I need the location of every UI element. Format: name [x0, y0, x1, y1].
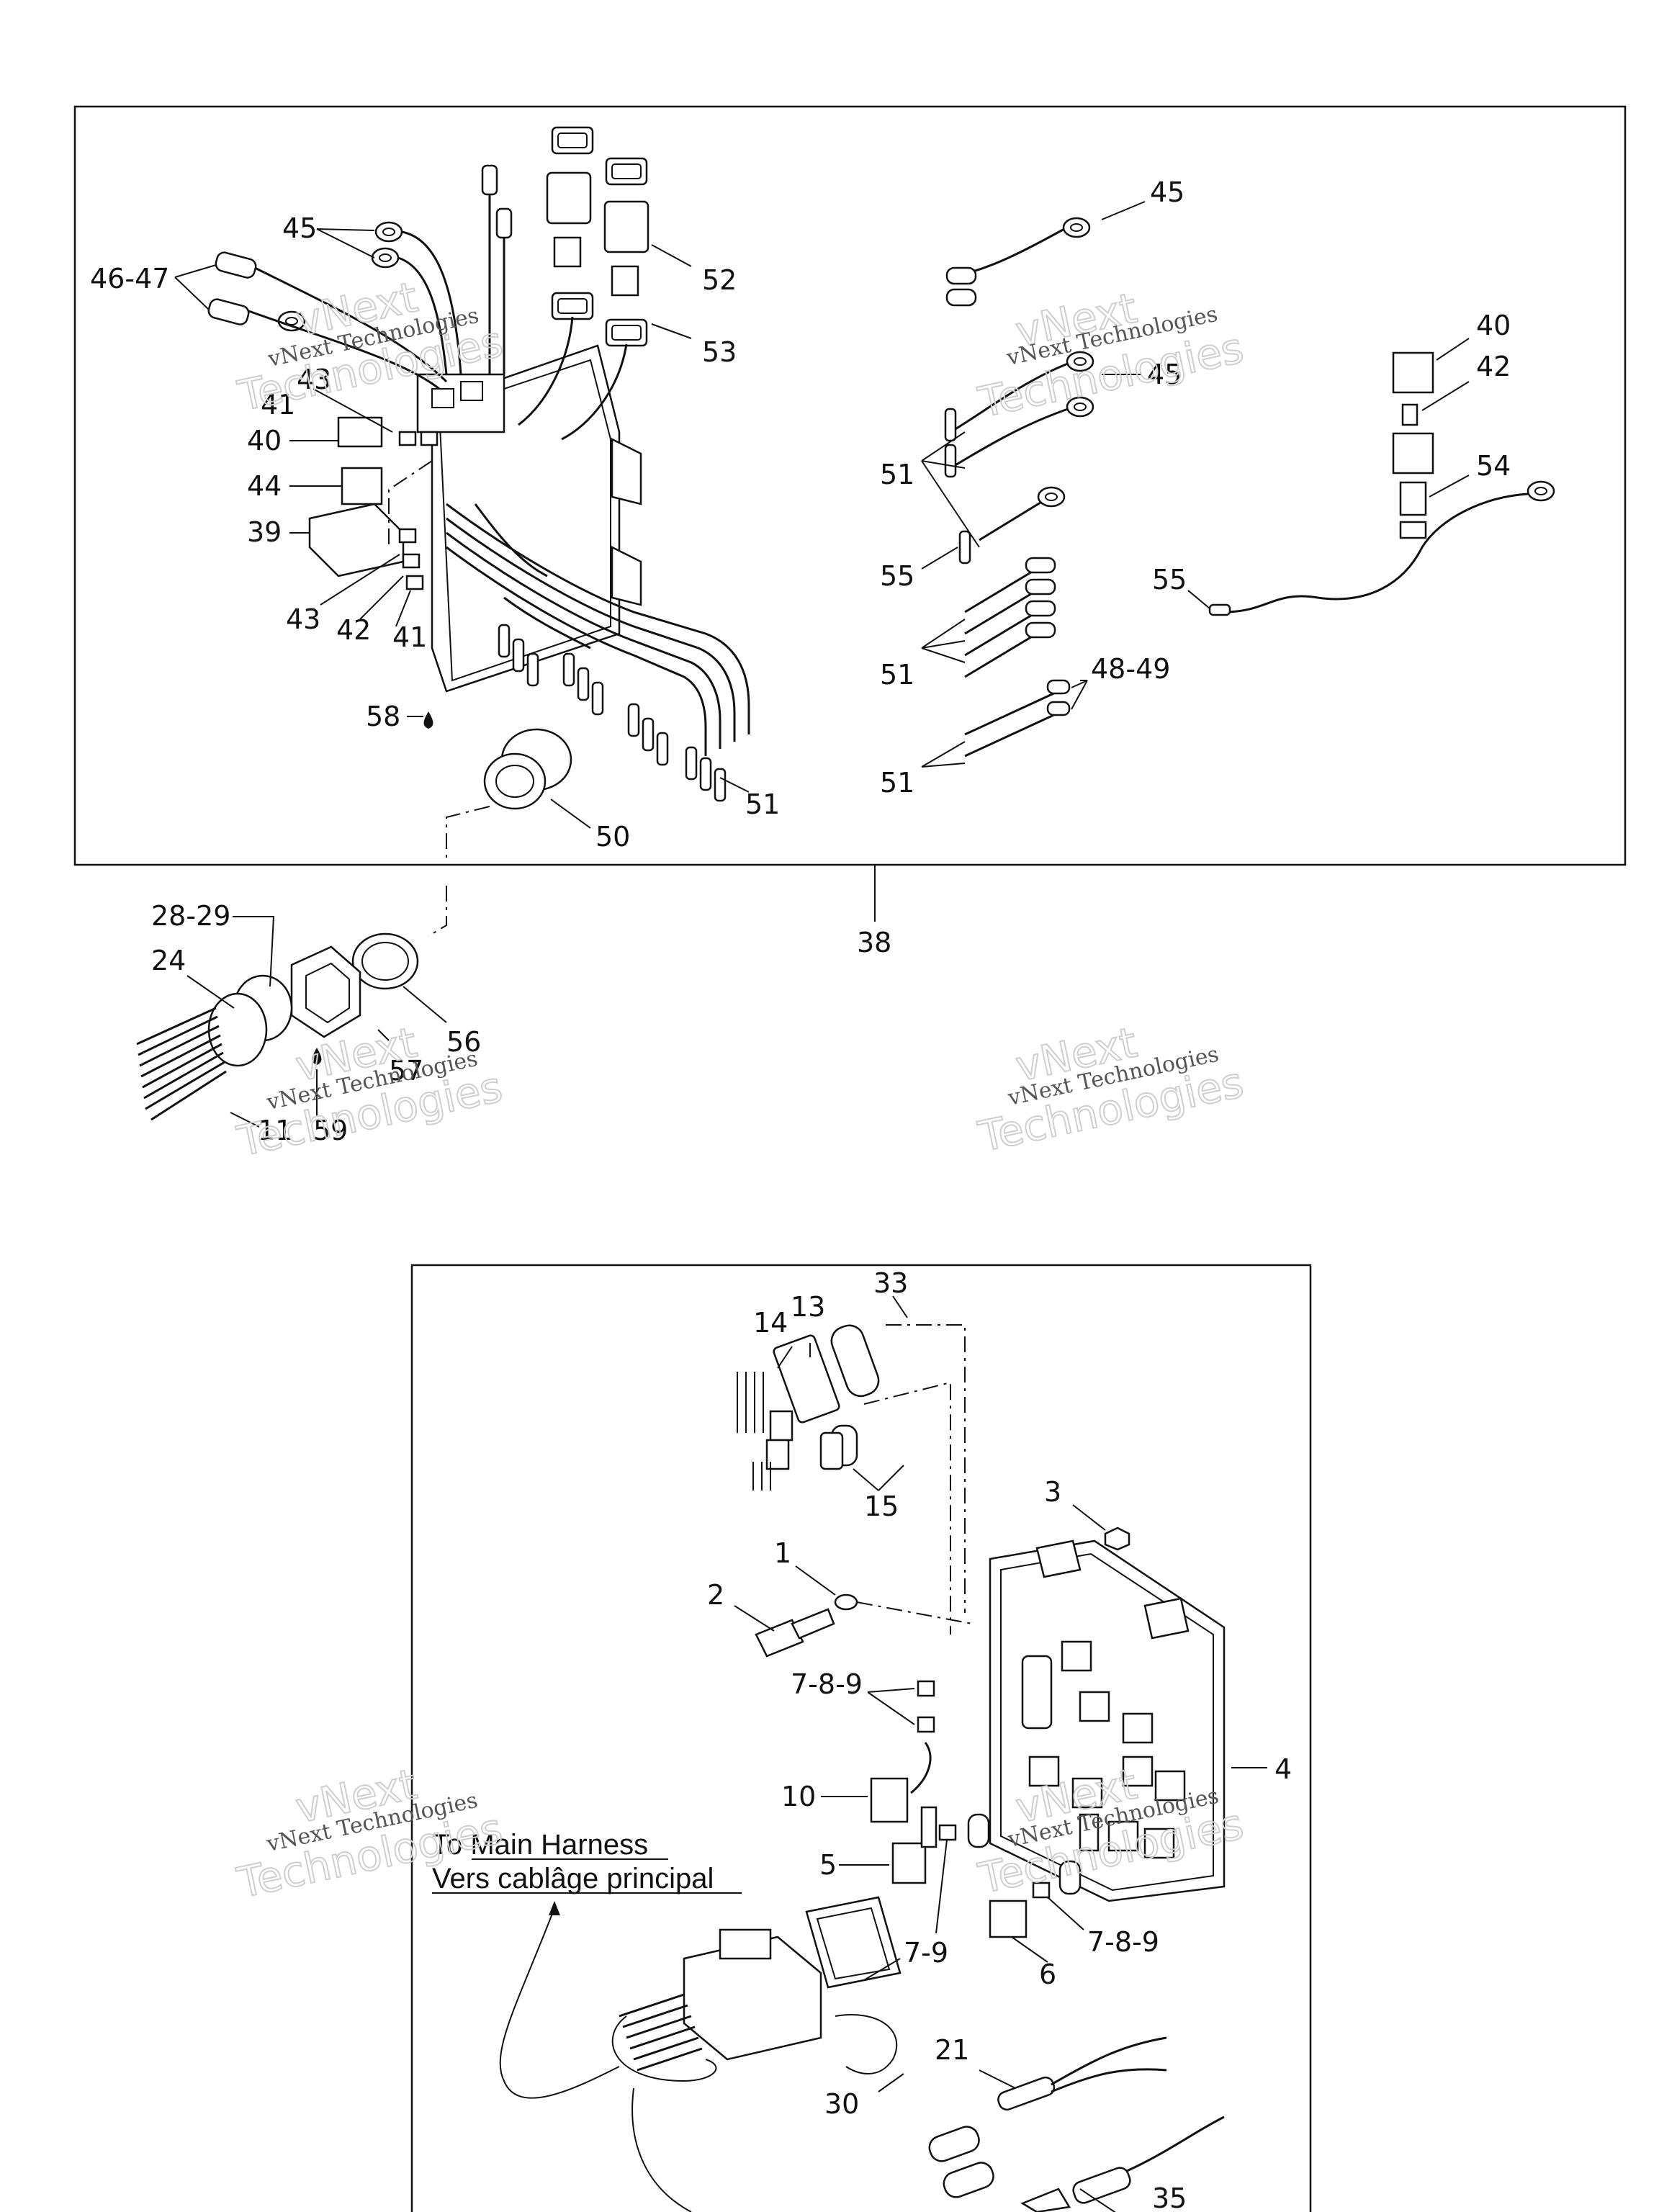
callout-2: 2 — [707, 1579, 724, 1611]
callout-59: 59 — [313, 1115, 348, 1146]
callout-58: 58 — [366, 701, 400, 732]
relays-and-fuses — [870, 1680, 1082, 1938]
electrical-module — [416, 344, 642, 693]
caption-vers-cablage-principal: Vers cablâge principal — [432, 1863, 714, 1894]
upper-panel-frame — [73, 105, 1627, 866]
callout-15: 15 — [864, 1491, 899, 1522]
hardware — [755, 1527, 1130, 1658]
callout-3: 3 — [1044, 1476, 1061, 1508]
fuse-box — [989, 1539, 1226, 1902]
callout-35: 35 — [1152, 2182, 1187, 2212]
callout-57: 57 — [389, 1055, 423, 1087]
callout-53: 53 — [702, 336, 737, 368]
callout-45a: 45 — [282, 212, 317, 244]
callout-43b: 43 — [286, 603, 320, 635]
callout-7-8-9a: 7-8-9 — [791, 1668, 863, 1700]
callout-40b: 40 — [1476, 310, 1511, 341]
callout-51b: 51 — [880, 459, 914, 490]
callout-54: 54 — [1476, 450, 1511, 482]
watermark-2: vNext vNext Technologies Technologies — [974, 282, 1249, 428]
callout-7-8-9b: 7-8-9 — [1087, 1926, 1159, 1958]
callout-56: 56 — [446, 1026, 481, 1058]
callout-5: 5 — [819, 1849, 837, 1881]
relay-pigtail — [1208, 351, 1555, 616]
upper-panel: 45 46-47 43 41 40 44 39 43 42 41 52 53 5… — [73, 105, 1627, 958]
loose-wires-right — [944, 217, 1094, 757]
left-wires — [207, 164, 513, 390]
callout-7-9: 7-9 — [904, 1937, 948, 1969]
caption-to-main-harness: To Main Harness — [432, 1829, 648, 1861]
callout-39: 39 — [247, 516, 282, 548]
lower-panel-frame — [410, 1264, 1312, 2212]
callout-50: 50 — [595, 821, 630, 853]
watermark-6: vNext vNext Technologies Technologies — [974, 1758, 1249, 1904]
callout-41a: 41 — [261, 389, 295, 421]
lower-leader-lines — [734, 1295, 1267, 2212]
callout-11: 11 — [258, 1115, 292, 1146]
round-connector — [423, 711, 572, 860]
connector-plugs — [518, 126, 649, 441]
callout-51a: 51 — [745, 788, 780, 820]
callout-6: 6 — [1039, 1959, 1056, 1990]
callout-48-49: 48-49 — [1091, 653, 1170, 685]
upper-leader-lines — [174, 201, 1470, 922]
callout-43a: 43 — [297, 364, 331, 395]
callout-42b: 42 — [1476, 351, 1511, 382]
callout-33: 33 — [873, 1267, 908, 1299]
callout-51c: 51 — [880, 659, 914, 691]
callout-55b: 55 — [1152, 564, 1187, 595]
connector-kit — [737, 1324, 966, 1635]
assembly-number-38: 38 — [857, 927, 891, 958]
harness-end: 28-29 24 56 57 11 59 — [136, 886, 481, 1146]
callout-10: 10 — [781, 1781, 816, 1812]
callout-28-29: 28-29 — [151, 900, 230, 932]
callout-40a: 40 — [247, 425, 282, 457]
callout-42a: 42 — [336, 614, 371, 646]
callout-13: 13 — [791, 1291, 825, 1323]
watermarks: vNext vNext Technologies Technologies vN… — [233, 271, 1249, 1908]
callout-41b: 41 — [392, 621, 427, 653]
callout-44: 44 — [247, 470, 282, 502]
main-connector — [499, 1896, 902, 2212]
callout-30: 30 — [824, 2088, 859, 2120]
callout-1: 1 — [774, 1537, 791, 1569]
callout-4: 4 — [1274, 1753, 1292, 1785]
callout-51d: 51 — [880, 767, 914, 799]
watermark-4: vNext vNext Technologies Technologies — [974, 1017, 1249, 1162]
lower-panel: 33 14 13 15 3 1 2 7-8-9 4 10 5 7-9 7-8-9… — [410, 1264, 1312, 2212]
callout-24: 24 — [151, 945, 186, 976]
callout-14: 14 — [753, 1307, 788, 1339]
callout-52: 52 — [702, 264, 737, 296]
relay-holder — [308, 416, 439, 590]
callout-55a: 55 — [880, 560, 914, 592]
callout-45b: 45 — [1150, 176, 1184, 208]
wire-bundle — [446, 503, 750, 756]
harness-wires — [136, 1007, 227, 1121]
callout-46-47: 46-47 — [90, 263, 169, 295]
callout-21: 21 — [935, 2034, 969, 2066]
callout-45c: 45 — [1147, 359, 1182, 390]
